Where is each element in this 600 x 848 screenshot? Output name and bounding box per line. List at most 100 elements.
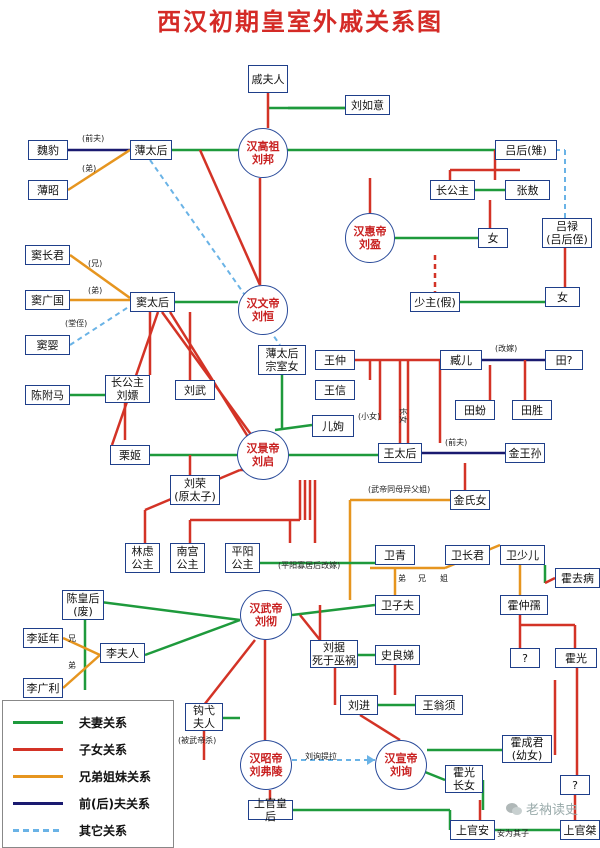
note-tangzhi: (堂侄) [65,319,88,328]
emperor-node-wudi: 汉武帝 刘彻 [240,590,292,640]
person-node-huozhangnv: 霍光 长女 [445,765,483,793]
person-node-bozhao: 薄昭 [28,180,68,200]
emperor-node-zhaodi: 汉昭帝 刘弗陵 [240,740,292,790]
person-node-wangzhong: 王仲 [315,350,355,370]
person-node-liju: 刘据 死于巫祸 [310,640,358,668]
person-node-wangxin: 王信 [315,380,355,400]
person-node-tianfen: 田蚡 [455,400,495,420]
person-node-pingyang: 平阳 公主 [225,543,260,573]
person-node-wangwengxu: 王翁须 [415,695,463,715]
person-node-linlv: 林虑 公主 [125,543,160,573]
person-node-huoguang: 霍光 [555,648,597,668]
legend-label: 其它关系 [79,823,128,838]
note-pingyanggai: (平阳寡居后改嫁) [278,561,341,570]
spouse-relation-line [274,423,313,432]
person-node-chenhuanghou: 陈皇后 (废) [62,590,104,620]
child-relation-line [359,713,401,742]
person-node-q2: ? [560,775,590,795]
note-gaijia: (改嫁) [495,344,518,353]
emperor-node-xuandi: 汉宣帝 刘询 [375,740,427,790]
note-xiong2: 兄 [418,574,426,583]
emperor-node-huidi: 汉惠帝 刘盈 [345,213,395,263]
person-node-liyannian: 李延年 [23,628,63,648]
note-xiaonv: (小女) [358,412,381,421]
legend-item-spouse: 夫妻关系 [13,713,127,731]
child-relation-line [544,576,556,585]
note-di2: (弟) [88,286,103,295]
person-node-weichangjun: 卫长君 [445,545,490,565]
child-relation-line [203,639,256,706]
person-node-douguangguo: 窦广国 [25,290,70,310]
legend-item-child: 子女关系 [13,740,127,758]
note-di4: 弟 [68,661,76,670]
page-title: 西汉初期皇室外戚关系图 [157,7,443,36]
emperor-node-wendi: 汉文帝 刘恒 [238,285,288,335]
person-node-q1: ? [510,648,540,668]
person-node-liguangli: 李广利 [23,678,63,698]
person-node-changgongzhu1: 长公主 [430,180,475,200]
legend-label: 夫妻关系 [79,715,128,730]
sibling-relation-line [67,148,131,192]
child-relation-line [160,311,257,441]
wechat-icon [505,802,522,816]
legend-item-sibling: 兄弟姐妹关系 [13,767,151,785]
person-node-douchangjun: 窦长君 [25,245,70,265]
sibling-relation-line [62,654,101,689]
legend: 夫妻关系子女关系兄弟姐妹关系前(后)夫关系其它关系 [2,700,174,848]
note-beisha: (被武帝杀) [178,736,217,745]
arrow-head [367,755,375,765]
person-node-shangguanan: 上官安 [450,820,495,840]
legend-label: 前(后)夫关系 [79,796,150,811]
person-node-weibao: 魏豹 [28,140,68,160]
child-relation-line [299,614,321,641]
person-node-jinwangsun: 金王孙 [505,443,545,463]
person-node-liurong: 刘荣 (原太子) [170,475,220,505]
person-node-lifuren: 李夫人 [100,643,145,663]
note-jie: 姐 [440,574,448,583]
legend-item-former: 前(后)夫关系 [13,794,150,812]
person-node-nv2: 女 [545,287,580,307]
person-node-shiliangdi: 史良娣 [375,645,420,665]
spouse-relation-line [144,618,241,657]
note-di: (弟) [82,164,97,173]
legend-swatch [13,828,63,832]
spouse-relation-line [84,598,241,622]
person-node-huoqubing: 霍去病 [555,568,600,588]
legend-swatch [13,774,63,778]
legend-label: 子女关系 [79,742,128,757]
legend-swatch [13,801,63,805]
person-node-nangong: 南宫 公主 [170,543,205,573]
person-node-weishaoer: 卫少儿 [500,545,545,565]
note-xiong3: 兄 [68,634,76,643]
person-node-bozongshi: 薄太后 宗室女 [258,345,306,375]
legend-swatch [13,747,63,751]
legend-swatch [13,720,63,724]
child-relation-line [198,149,262,286]
emperor-node-gaozu: 汉高祖 刘邦 [238,128,288,178]
note-qianfu2: (前夫) [445,438,468,447]
person-node-doutaihou: 窦太后 [130,292,175,312]
person-node-lvhou: 吕后(雉) [495,140,557,160]
person-node-chenwuma: 陈附马 [25,385,70,405]
note-anweizi: 安为其子 [497,829,529,838]
person-node-zhangao: 张敖 [505,180,550,200]
person-node-erxu: 儿姁 [312,415,354,437]
other-relation-line [69,305,131,346]
legend-item-other: 其它关系 [13,821,127,839]
person-node-liuruyi: 刘如意 [345,95,390,115]
person-node-weizifu: 卫子夫 [375,595,420,615]
person-node-shangguanhou: 上官皇后 [248,797,293,823]
person-node-liuwu: 刘武 [175,380,215,400]
person-node-lvlu: 吕禄 (吕后侄) [542,218,592,248]
person-node-shangguanjie: 上官桀 [560,820,600,840]
person-node-gouyi: 钩弋 夫人 [185,703,223,731]
person-node-nv1: 女 [478,228,508,248]
sibling-relation-line [62,636,101,657]
person-node-jinshinv: 金氏女 [450,490,490,510]
person-node-huochengjun: 霍成君 (幼女) [502,735,552,763]
other-relation-line [149,159,281,346]
note-tongmu: (武帝同母异父姐) [368,485,431,494]
watermark-text: 老衲读史 [525,803,578,818]
note-tiba: 刘询提拉 [305,752,337,761]
